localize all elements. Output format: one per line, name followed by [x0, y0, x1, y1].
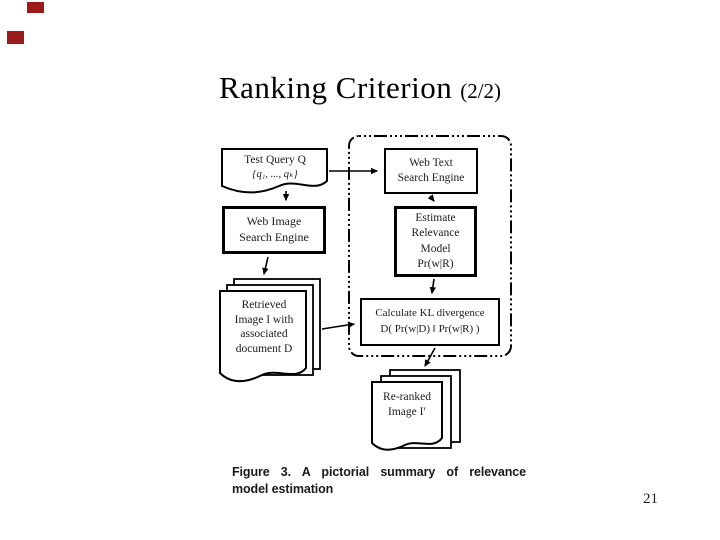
- slide-title-text: Ranking Criterion: [218, 70, 453, 105]
- node-line: document D: [235, 343, 293, 356]
- node-test-query: Test Query Q {q₁, ..., qₖ}: [226, 153, 324, 182]
- node-line: Re-ranked: [383, 391, 431, 403]
- node-line: Web Image: [246, 214, 302, 229]
- arrow-kl-to-reranked: [424, 347, 436, 368]
- node-line: Search Engine: [239, 230, 309, 244]
- slide-title-suffix: (2/2): [460, 79, 502, 103]
- node-line: associated: [240, 328, 288, 341]
- reranked-images-stack: [371, 369, 461, 451]
- node-line: Relevance: [411, 227, 460, 240]
- node-line: Model: [420, 242, 451, 255]
- test-query-shape: [221, 148, 328, 194]
- node-line: D( Pr(w|D) ‖ Pr(w|R) ): [380, 323, 480, 335]
- figure-caption-line2: model estimation: [232, 481, 334, 496]
- flow-arrows: [262, 167, 437, 368]
- node-line: Test Query Q: [244, 154, 306, 166]
- arrow-webimage-to-retrieved: [262, 256, 269, 276]
- node-retrieved-images: Retrieved Image I with associated docume…: [222, 298, 306, 357]
- arrow-webtext-to-estimate: [427, 194, 435, 202]
- node-estimate-relevance-model: Estimate Relevance Model Pr(w|R): [394, 206, 477, 277]
- figure-caption: Figure 3. A pictorial summary of relevan…: [232, 464, 526, 497]
- node-line: Retrieved: [241, 299, 287, 311]
- slide-decor-mark-bottom: [7, 31, 24, 44]
- arrow-retrieved-to-kl: [321, 321, 356, 330]
- node-line: Web Text: [409, 157, 453, 170]
- node-line: Search Engine: [397, 172, 465, 184]
- node-line: Pr(w|R): [417, 257, 454, 270]
- arrow-estimate-to-kl: [429, 278, 437, 295]
- node-line: Calculate KL divergence: [375, 307, 485, 320]
- node-web-text-search-engine: Web Text Search Engine: [384, 148, 478, 194]
- node-line: {q₁, ..., qₖ}: [252, 168, 298, 180]
- slide-decor-mark-top: [27, 2, 44, 13]
- node-line: Image I′: [388, 405, 426, 418]
- retrieved-images-stack: [219, 278, 321, 383]
- slide-title: Ranking Criterion (2/2): [0, 70, 720, 106]
- node-web-image-search-engine: Web Image Search Engine: [222, 206, 326, 254]
- node-line: Image I with: [234, 313, 294, 326]
- node-calculate-kl-divergence: Calculate KL divergence D( Pr(w|D) ‖ Pr(…: [360, 298, 500, 346]
- node-line: Estimate: [415, 212, 456, 225]
- figure-caption-line1: Figure 3. A pictorial summary of relevan…: [232, 465, 526, 479]
- node-reranked-images: Re-ranked Image I′: [373, 390, 441, 420]
- slide-page-number: 21: [643, 491, 658, 507]
